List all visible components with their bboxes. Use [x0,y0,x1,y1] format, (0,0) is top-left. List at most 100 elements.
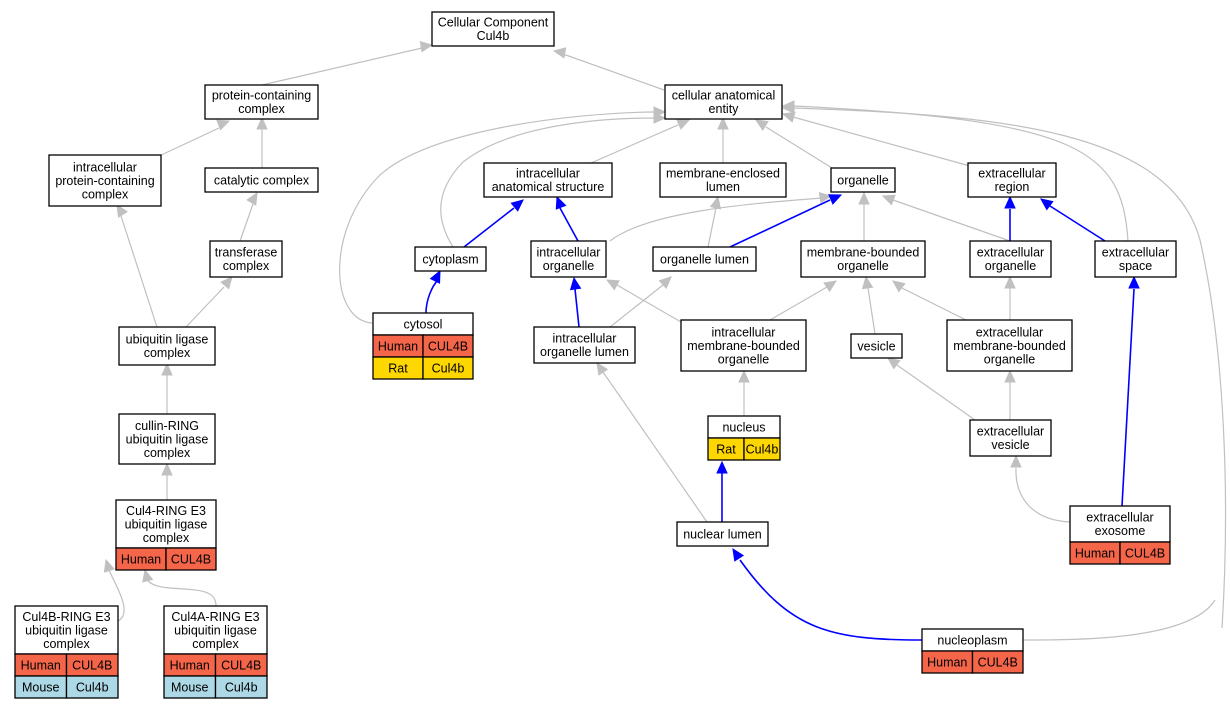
node-box [533,326,636,364]
is-a-edge [261,47,423,86]
go-term-node-catalytic-complex[interactable]: catalytic complex [204,167,319,193]
go-term-node-organelle-lumen[interactable]: organelle lumen [652,246,757,272]
is-a-arrowhead [781,111,796,123]
gene-cell [422,356,474,380]
is-a-arrowhead [161,462,173,476]
is-a-edge [239,203,254,242]
node-label-line: ubiquitin ligase [174,623,257,637]
node-label-line: exosome [1095,524,1146,538]
arrowheads-layer [103,41,1140,583]
is-a-arrowhead [1004,369,1016,383]
node-label-line: ubiquitin ligase [126,333,209,347]
species-label: Rat [716,442,736,456]
is-a-edge [590,124,679,164]
is-a-arrowhead [892,280,906,293]
node-box [118,413,216,465]
node-label-line: intracellular [553,332,617,346]
part-of-edge [1121,288,1135,507]
is-a-arrowhead [858,191,870,205]
is-a-arrowhead [861,275,874,290]
go-term-node-organelle[interactable]: organelle [830,167,896,193]
node-label-line: intracellular [537,246,601,260]
gene-cell [1119,541,1171,565]
part-of-arrowhead [732,547,745,562]
is-a-arrowhead [596,361,609,376]
is-a-edge [609,284,664,328]
node-label-line: organelle lumen [540,345,629,359]
gene-cell [971,650,1024,674]
node-label-line: extracellular [1086,511,1153,525]
is-a-arrowhead [818,192,833,204]
is-a-edge [707,207,717,248]
is-a-edge [765,126,833,169]
is-a-edge [602,371,708,523]
is-a-arrowhead [605,279,620,291]
node-label-line: entity [709,102,740,116]
is-a-arrowhead [419,41,434,53]
go-term-node-vesicle[interactable]: vesicle [850,333,903,359]
gene-symbol: CUL4B [171,552,211,566]
node-label-line: nuclear lumen [683,527,762,541]
species-label: Human [21,658,61,672]
node-label-line: lumen [706,180,740,194]
part-of-arrowhead [555,195,567,210]
is-a-arrowhead [256,116,268,130]
is-a-arrowhead [1004,275,1016,289]
is-a-edge [440,117,655,248]
node-label-line: Cul4b [477,29,510,43]
node-label-line: extracellular [978,167,1045,181]
node-box [209,240,283,278]
is-a-edge [156,127,220,158]
node-label-line: ubiquitin ligase [125,517,208,531]
node-label-line: complex [192,637,239,651]
part-of-edge [559,207,579,242]
is-a-arrowhead [1010,454,1022,468]
gene-symbol: CUL4B [1125,546,1165,560]
part-of-arrowhead [1004,195,1016,209]
gene-cell [65,675,119,699]
part-of-arrowhead [1040,198,1054,211]
species-label: Human [1075,546,1115,560]
is-a-edge [901,287,971,323]
go-term-node-cytoplasm[interactable]: cytoplasm [414,246,487,272]
node-label-line: complex [144,346,191,360]
gene-cell [214,675,268,699]
go-term-node-nuclear-lumen[interactable]: nuclear lumen [676,521,769,547]
node-label-line: organelle [543,259,594,273]
is-a-arrowhead [161,362,173,376]
node-label-line: complex [238,102,285,116]
node-label-line: cytosol [404,317,443,331]
node-label-line: nucleoplasm [937,633,1007,647]
node-label-line: Cul4A-RING E3 [171,610,259,624]
is-a-edge [792,116,971,167]
is-a-edge [339,111,655,324]
node-box [676,521,769,547]
part-of-arrowhead [716,460,728,474]
